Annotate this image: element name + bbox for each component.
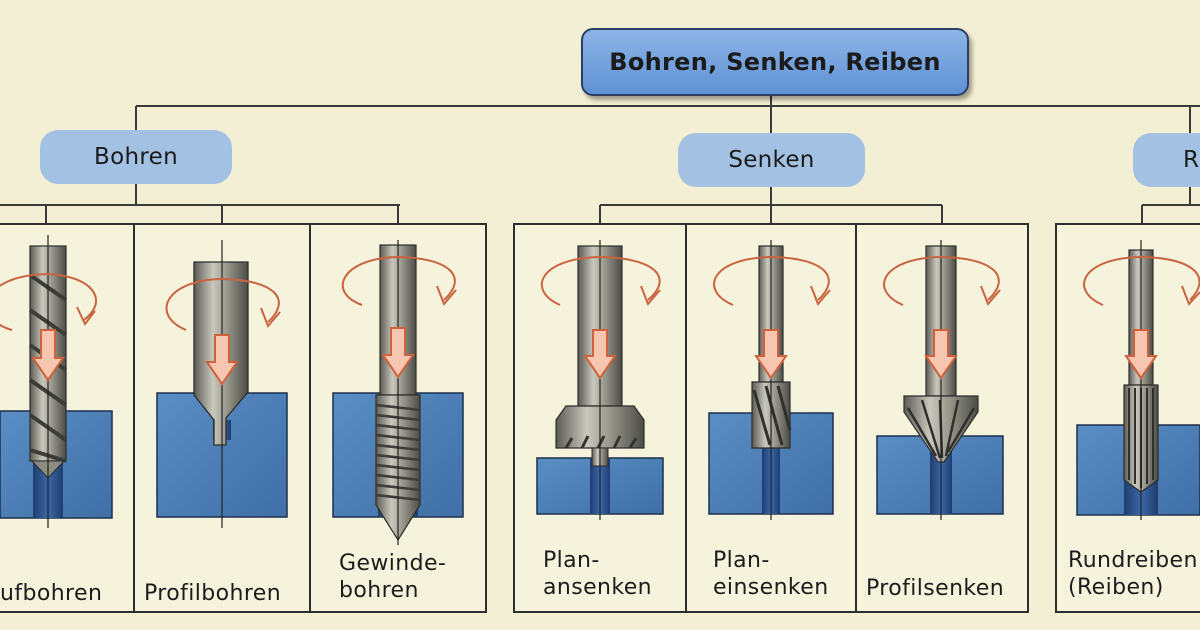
category-bohren: Bohren [40, 130, 232, 184]
reamer-icon [1076, 240, 1200, 520]
spiral-drill-icon [0, 235, 113, 528]
panel-label-plan-ansenken: Plan- ansenken [543, 548, 652, 600]
diagram-title: Bohren, Senken, Reiben [581, 28, 969, 96]
countersink-icon [876, 240, 1004, 520]
category-reiben: R [1133, 133, 1200, 187]
spotface-icon [708, 240, 834, 520]
panel-label-profilsenken: Profilsenken [866, 576, 1005, 601]
panel-label-aufbohren: ufbohren [0, 581, 103, 606]
profile-drill-icon [156, 240, 288, 528]
category-senken: Senken [678, 133, 865, 187]
connector-lines [0, 92, 1200, 224]
panel-label-gewindebohren: Gewinde- bohren [339, 551, 447, 603]
panel-label-plan-einsenken: Plan- einsenken [713, 548, 829, 600]
counterbore-icon [536, 240, 664, 520]
tap-icon [332, 240, 464, 545]
panel-label-profilbohren: Profilbohren [144, 581, 282, 606]
panel-label-rundreiben: Rundreiben (Reiben) [1068, 548, 1198, 600]
